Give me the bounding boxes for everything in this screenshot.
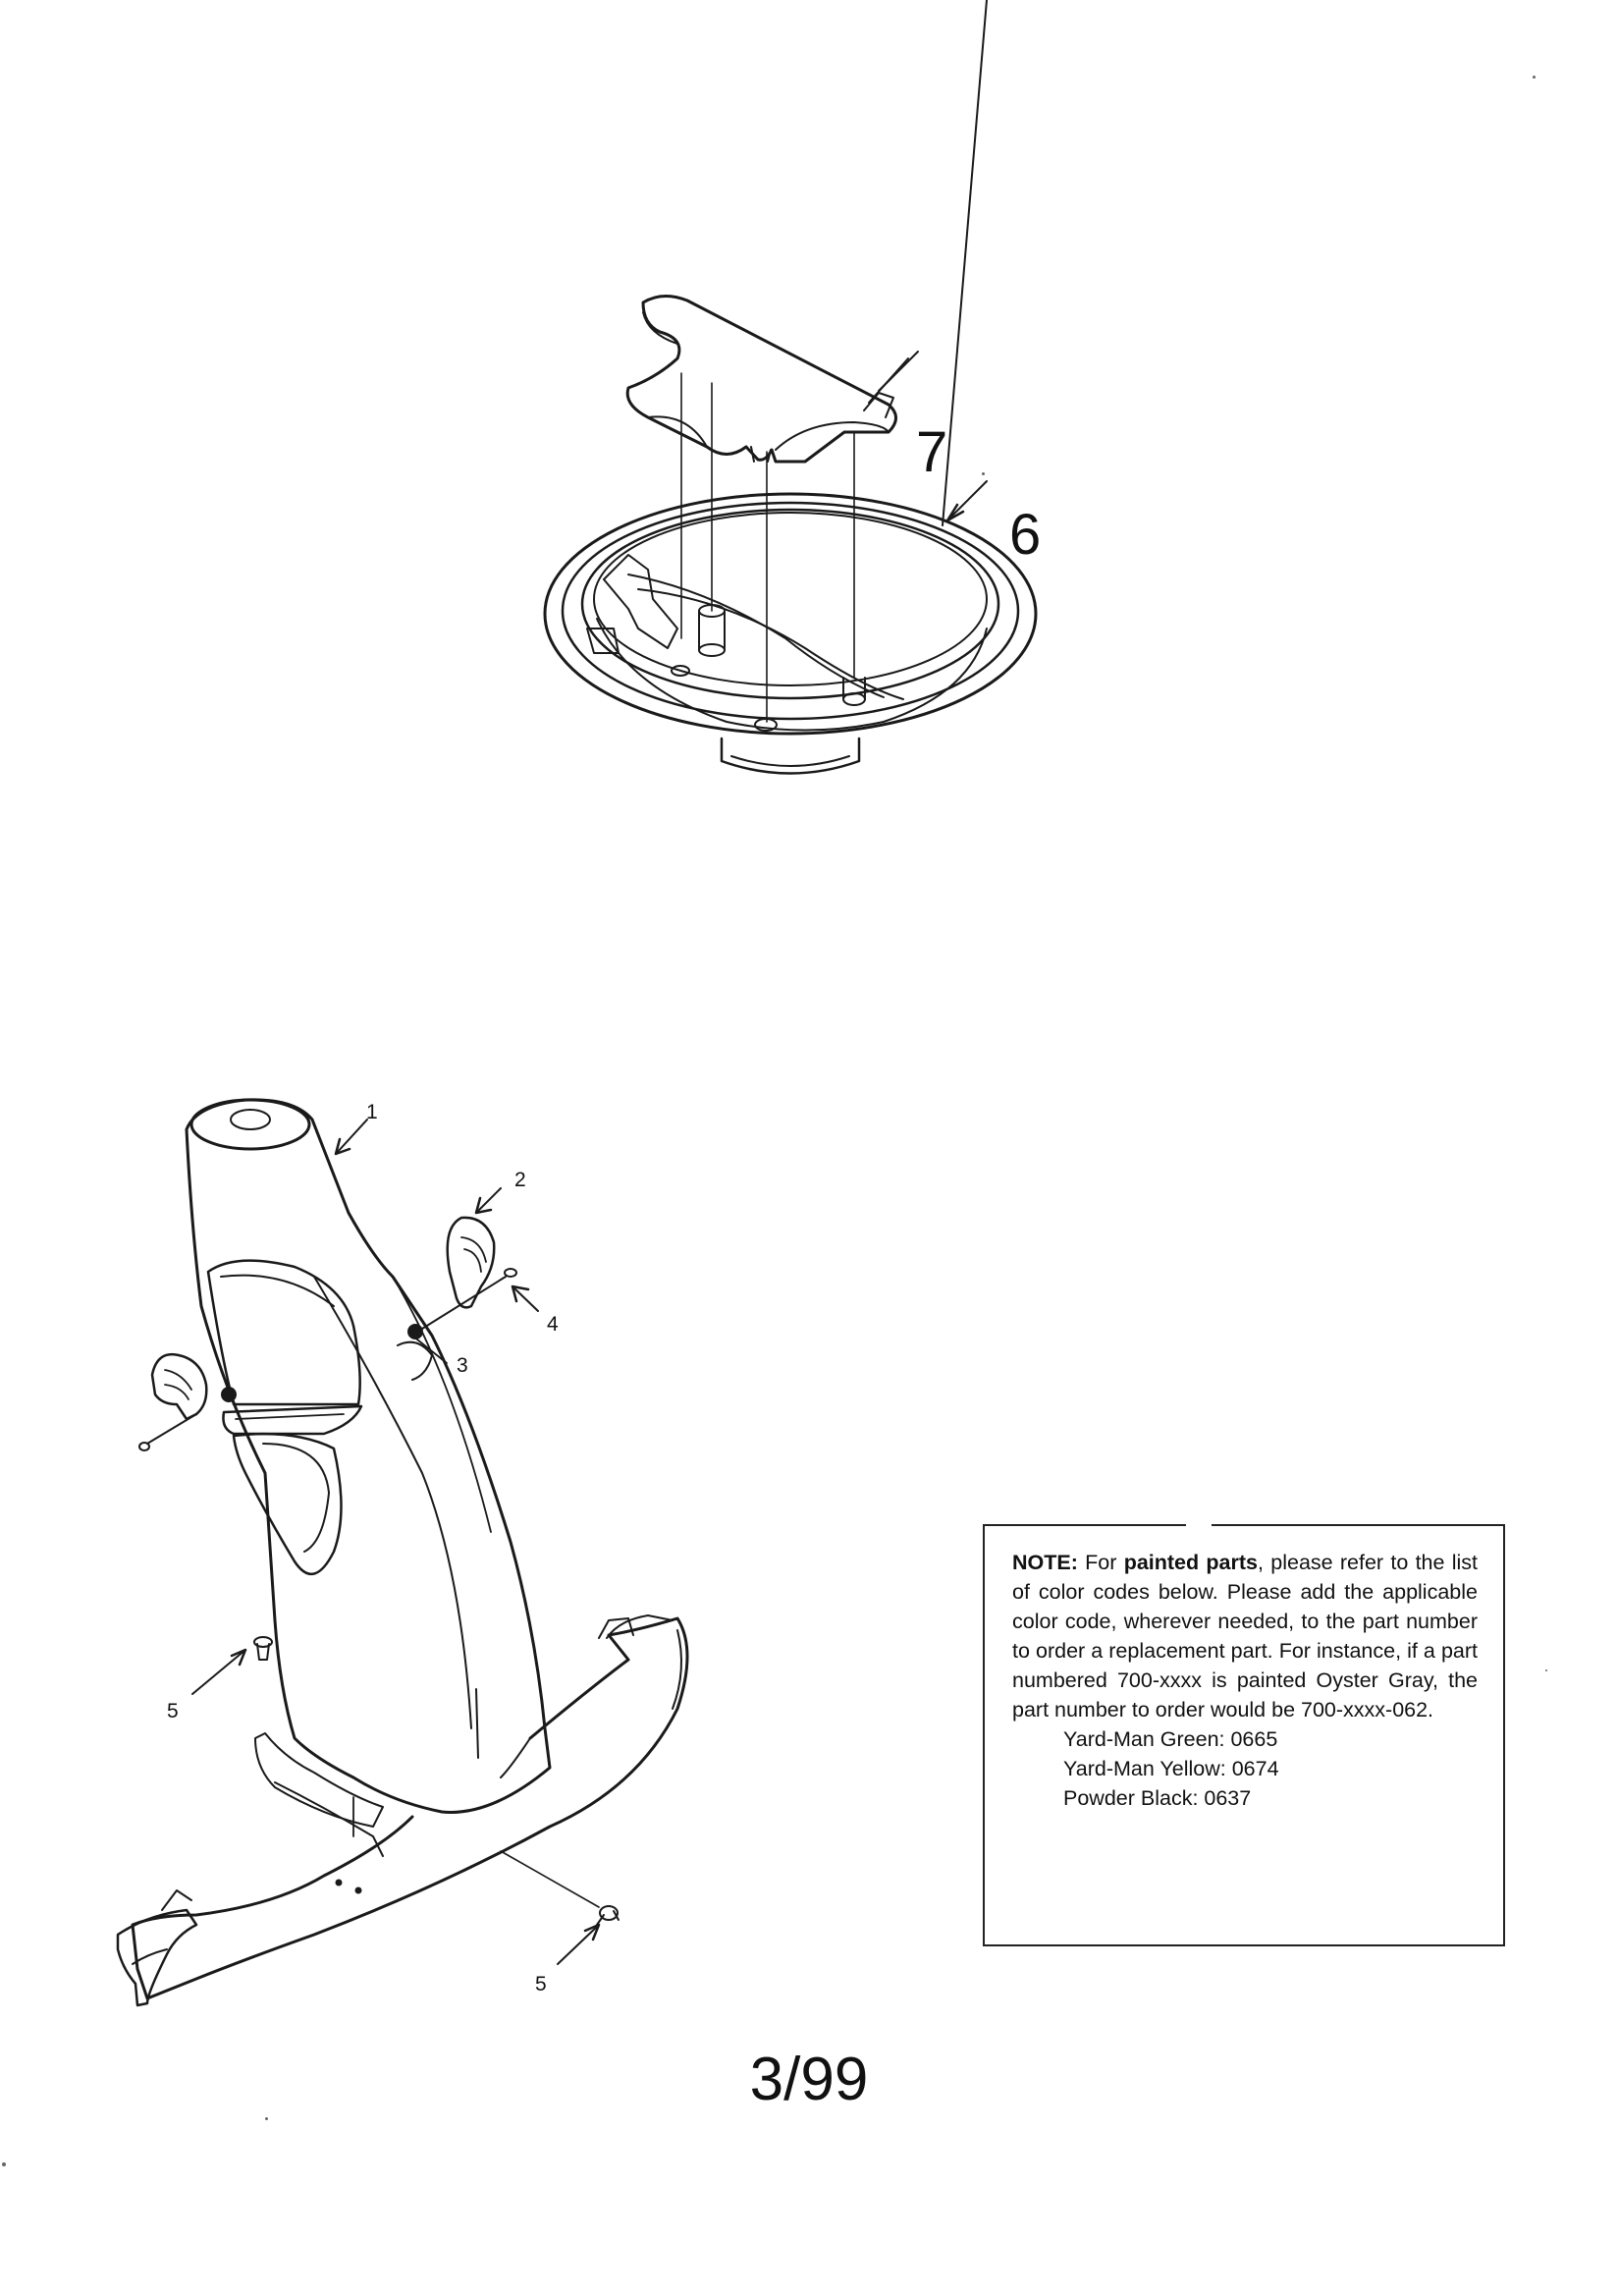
knob-right-part-2 xyxy=(446,1216,496,1309)
callout-3: 3 xyxy=(457,1354,468,1377)
callout-2: 2 xyxy=(514,1169,526,1191)
callout-5-upper: 5 xyxy=(167,1700,179,1722)
color-code-item: Powder Black: 0637 xyxy=(1063,1786,1252,1810)
callout-1: 1 xyxy=(366,1101,378,1123)
knob-left xyxy=(150,1352,208,1421)
dash-bowl-part-6 xyxy=(543,492,1038,775)
color-code-list: Yard-Man Green: 0665 Yard-Man Yellow: 06… xyxy=(1012,1724,1478,1813)
note-border-gap xyxy=(1186,1523,1212,1528)
scan-speck xyxy=(1533,76,1536,79)
leader-arrows xyxy=(191,1119,601,1965)
base-crossmember xyxy=(116,1614,689,2007)
callout-4: 4 xyxy=(547,1313,559,1336)
scan-speck xyxy=(982,472,985,475)
callout-6: 6 xyxy=(1009,503,1042,567)
scan-speck xyxy=(1545,1669,1547,1671)
scan-speck xyxy=(265,2117,268,2120)
note-body: , please refer to the list of color code… xyxy=(1012,1551,1479,1722)
color-code-item: Yard-Man Yellow: 0674 xyxy=(1063,1757,1279,1780)
note-paragraph: NOTE: For painted parts, please refer to… xyxy=(1012,1548,1478,1724)
dash-cover-part-7 xyxy=(625,295,919,464)
page-number: 3/99 xyxy=(749,2046,869,2113)
note-label: NOTE: xyxy=(1012,1551,1078,1574)
note-intro: For xyxy=(1077,1551,1124,1574)
assembly-guide-lines xyxy=(680,372,855,723)
note-bold-phrase: painted parts xyxy=(1123,1551,1258,1574)
dash-panel-part-1 xyxy=(185,1098,552,1814)
screws-and-nuts xyxy=(138,1268,620,1926)
callout-5-lower: 5 xyxy=(535,1973,547,1995)
callout-7: 7 xyxy=(916,420,948,484)
color-code-item: Yard-Man Green: 0665 xyxy=(1063,1727,1278,1751)
painted-parts-note: NOTE: For painted parts, please refer to… xyxy=(983,1523,1505,1946)
scan-speck xyxy=(2,2162,6,2166)
leader-arrow-6 xyxy=(942,0,988,526)
